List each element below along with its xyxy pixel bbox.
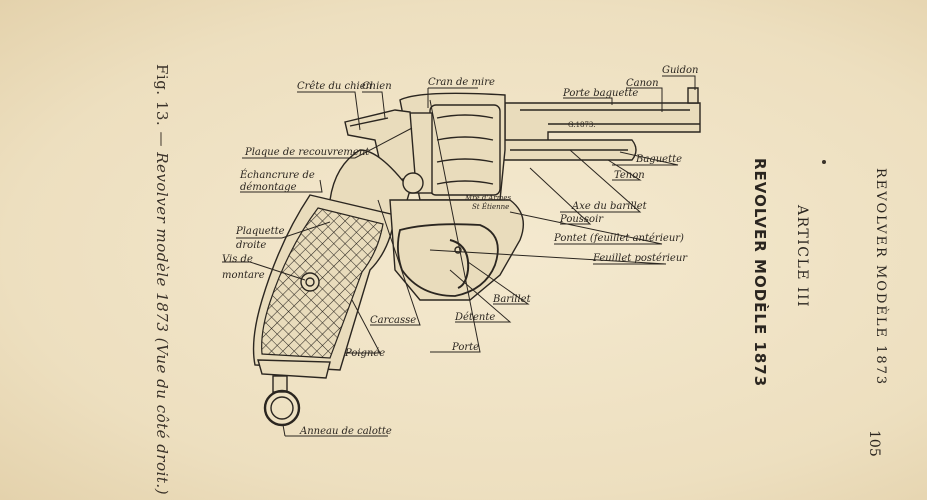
label-tenon: Tenon (614, 170, 645, 181)
label-carcasse: Carcasse (370, 315, 416, 326)
label-barillet: Barillet (492, 294, 532, 305)
label-guidon: Guidon (662, 65, 699, 76)
front-sight-shape (687, 87, 699, 104)
revolver-illustration (252, 87, 701, 427)
grip-checkering (261, 207, 384, 359)
label-feuillet-posterieur: Feuillet postérieur (592, 253, 688, 264)
label-echancrure-line-1: Échancrure de (239, 169, 315, 181)
lower-frame-shape (389, 199, 524, 301)
label-axe-du-barillet: Axe du barillet (571, 201, 648, 212)
label-plaquette-line-1: Plaquette (235, 226, 285, 237)
lanyard-ring-shape (263, 389, 301, 427)
label-plaquette-line-2: droite (236, 240, 266, 251)
label-plaque-de-recouvrement: Plaque de recouvrement (244, 147, 370, 158)
label-porte-baguette: Porte baguette (562, 88, 638, 99)
leader-lines (222, 75, 696, 437)
label-canon: Canon (626, 78, 659, 89)
label-chien: Chien (362, 81, 392, 92)
label-baguette: Baguette (635, 154, 682, 165)
label-echancrure-line-2: démontage (240, 182, 297, 193)
label-poignee: Poignée (344, 348, 385, 359)
frame-maker-marking-2: St Étienne (472, 202, 509, 211)
trigger-shape (449, 239, 470, 289)
label-crete-du-chien: Crête du chien (297, 81, 372, 92)
label-vis-de-line-1: Vis de (222, 254, 253, 265)
label-porte: Porte (451, 342, 479, 353)
label-cran-de-mire: Cran de mire (428, 77, 495, 88)
bullet-mark (822, 160, 826, 164)
frame-maker-marking-1: Mre d'Armes (464, 194, 511, 202)
label-pontet: Pontet (feuillet antérieur) (553, 233, 684, 244)
label-vis-de-line-2: montare (222, 270, 265, 281)
label-poussoir: Poussoir (559, 214, 604, 225)
label-anneau-de-calotte: Anneau de calotte (299, 426, 392, 437)
barrel-serial-marking: G.1873. (568, 121, 596, 129)
label-detente: Détente (454, 312, 495, 323)
